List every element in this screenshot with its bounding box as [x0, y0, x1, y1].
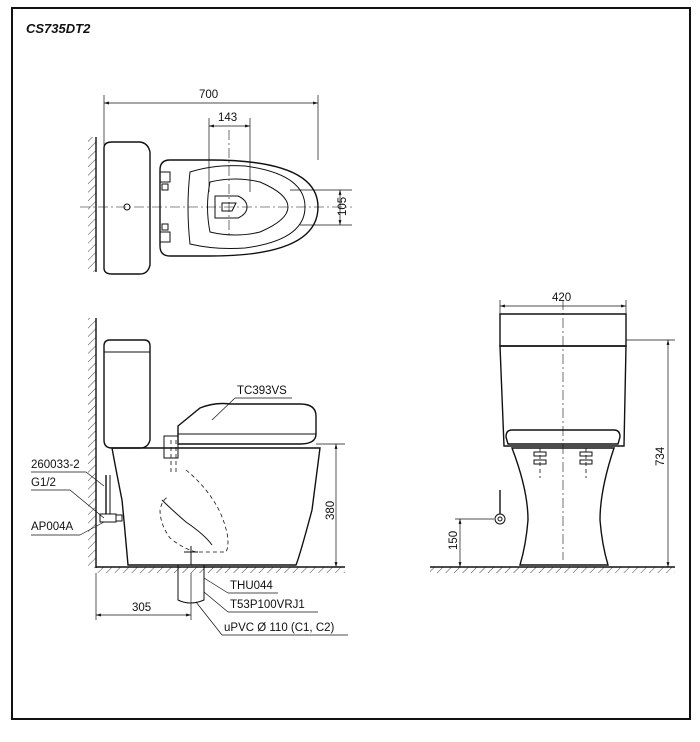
dim-rough-in-305: 305: [132, 602, 151, 614]
dim-offset-105: 105: [337, 197, 349, 216]
dim-width-700: 700: [199, 89, 218, 101]
label-260033-2: 260033-2: [31, 459, 80, 471]
label-tc393vs: TC393VS: [237, 385, 287, 397]
model-title: CS735DT2: [26, 21, 91, 36]
label-thu044: THU044: [230, 580, 273, 592]
top-view: 700 143 105: [80, 89, 352, 275]
label-g1-2: G1/2: [31, 477, 56, 489]
label-t53p100vrj1: T53P100VRJ1: [230, 599, 305, 611]
front-view: 420 734 150: [430, 292, 675, 573]
dim-total-height-734: 734: [655, 446, 667, 466]
side-view: 380 305 TC393VS 260033-2 G1/2 AP004A THU…: [31, 318, 348, 636]
label-ap004a: AP004A: [31, 521, 74, 533]
dim-supply-height-150: 150: [448, 531, 460, 550]
label-upvc-pipe: uPVC Ø 110 (C1, C2): [224, 622, 335, 634]
sheet-border: [11, 7, 691, 720]
dim-bowl-height-380: 380: [325, 501, 337, 520]
dim-width-420: 420: [552, 292, 571, 304]
dim-outlet-143: 143: [218, 112, 237, 124]
